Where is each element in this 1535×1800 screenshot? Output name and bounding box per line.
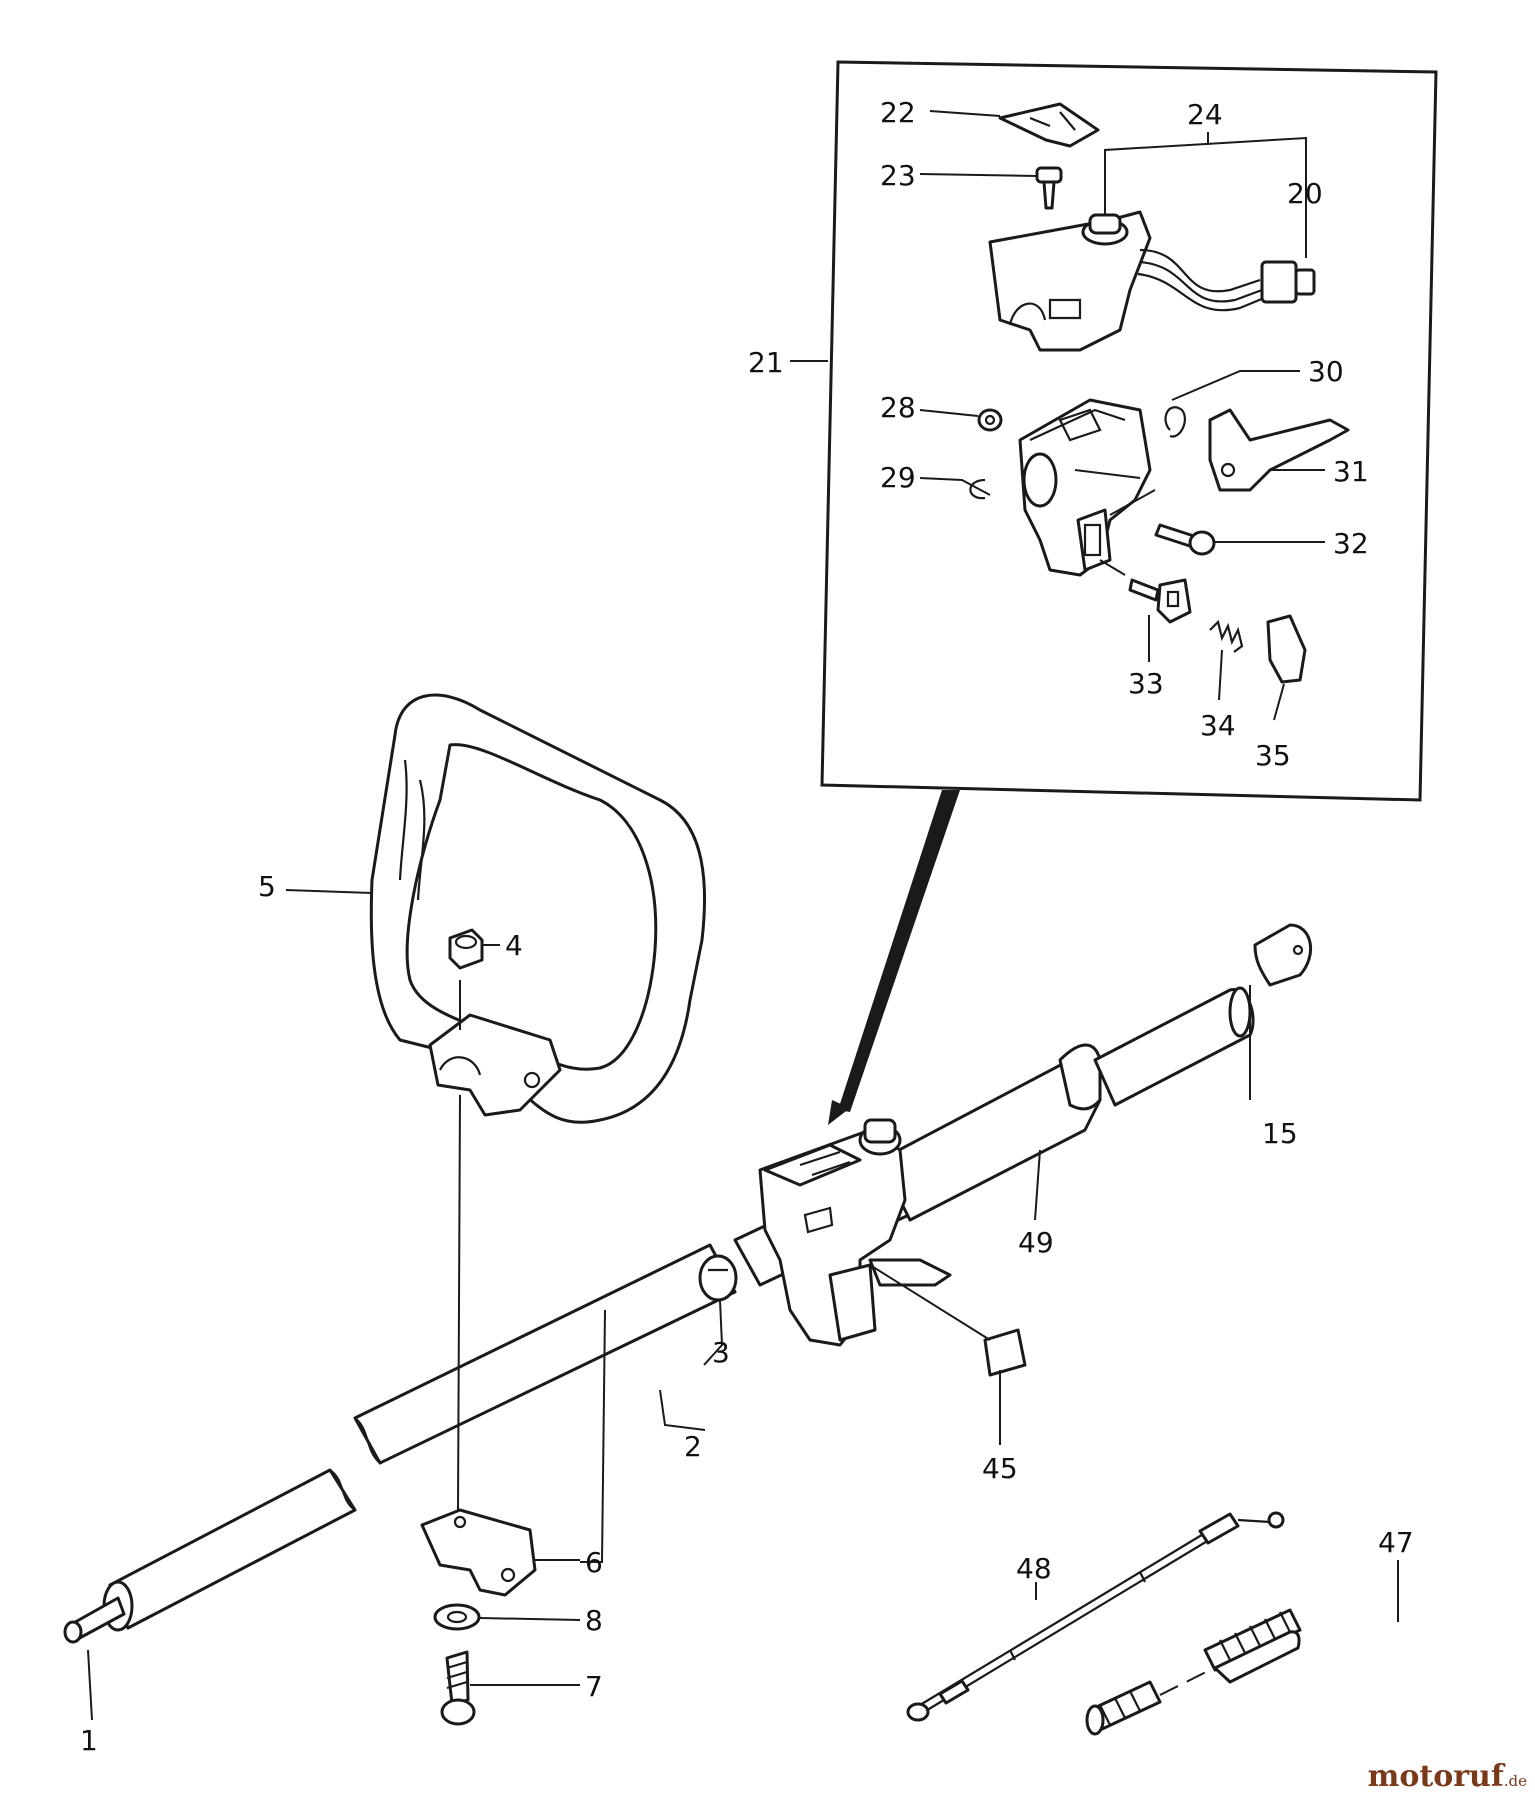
label-6: 6 [585,1546,603,1579]
label-4: 4 [505,929,523,962]
watermark-logo: motoruf.de [1368,1759,1527,1794]
part-31-throttle-lever [1208,408,1350,492]
part-6-lower-clamp [420,1508,537,1597]
label-47: 47 [1378,1526,1414,1559]
part-28-nut [977,408,1003,432]
part-34-spring [1209,619,1244,653]
label-49: 49 [1018,1226,1054,1259]
part-4-nut [448,928,484,970]
leader-24-20 [1104,136,1307,258]
label-33: 33 [1128,667,1164,700]
part-8-washer [433,1603,481,1631]
assembly-axis-line [457,980,461,1511]
part-35-cover [1266,614,1307,684]
leader-lines [87,110,1399,1721]
label-20: 20 [1287,177,1323,210]
label-15: 15 [1262,1117,1298,1150]
label-8: 8 [585,1604,603,1637]
label-28: 28 [880,391,916,424]
part-30-spring [1164,406,1186,438]
label-5: 5 [258,870,276,903]
part-5-loop-handle [369,693,707,1124]
part-49-grip-tube [878,986,1255,1222]
part-22-plate [998,102,1100,148]
label-34: 34 [1200,709,1236,742]
label-30: 30 [1308,355,1344,388]
inset-pointer-arrow [838,790,960,1112]
part-24-switch-housing [988,210,1316,352]
label-35: 35 [1255,739,1291,772]
label-7: 7 [585,1670,603,1703]
label-2: 2 [684,1430,702,1463]
part-45-cap [983,1328,1027,1377]
watermark-brand: motoruf [1367,1759,1504,1794]
label-31: 31 [1333,455,1369,488]
part-3-nut [698,1254,738,1302]
watermark-suffix: .de [1503,1772,1527,1790]
part-33-lock-lever [1128,578,1192,624]
label-24: 24 [1187,98,1223,131]
part-29-clip [969,478,986,500]
inset-pointer-arrowhead [828,1100,850,1125]
part-32-bolt [1154,523,1216,556]
label-22: 22 [880,96,916,129]
part-7-bolt [440,1650,476,1726]
label-1: 1 [80,1724,98,1757]
label-48: 48 [1016,1552,1052,1585]
label-32: 32 [1333,527,1369,560]
part-23-screw [1035,166,1063,210]
part-15-end-cap [1253,923,1312,987]
part-47-spiral-sleeve [1085,1608,1302,1736]
part-21-throttle-housing [1018,398,1152,577]
main-throttle-housing [758,1118,952,1347]
label-3: 3 [712,1336,730,1369]
label-29: 29 [880,461,916,494]
label-21: 21 [748,346,784,379]
detail-inset-frame [820,60,1438,802]
part-48-throttle-cable [906,1511,1285,1722]
label-45: 45 [982,1452,1018,1485]
label-23: 23 [880,159,916,192]
